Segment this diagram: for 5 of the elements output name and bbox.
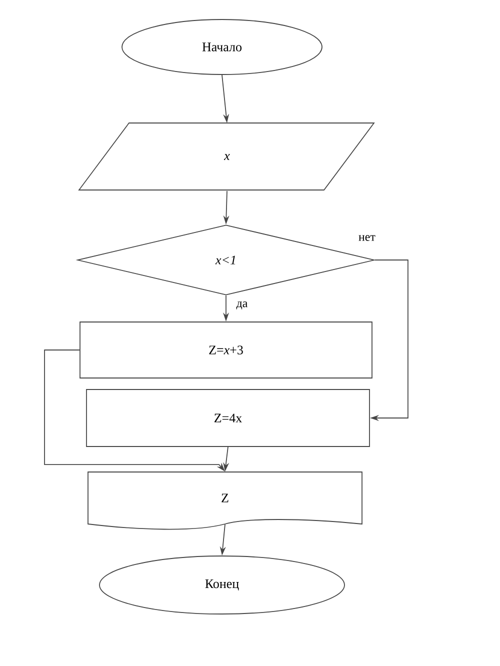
edge-label: нет: [358, 235, 376, 241]
edge-label: да: [236, 301, 248, 310]
process-box: Z=4x: [86, 389, 370, 447]
output-document: Z: [88, 472, 362, 530]
process-box: Z=x+3: [80, 322, 372, 378]
